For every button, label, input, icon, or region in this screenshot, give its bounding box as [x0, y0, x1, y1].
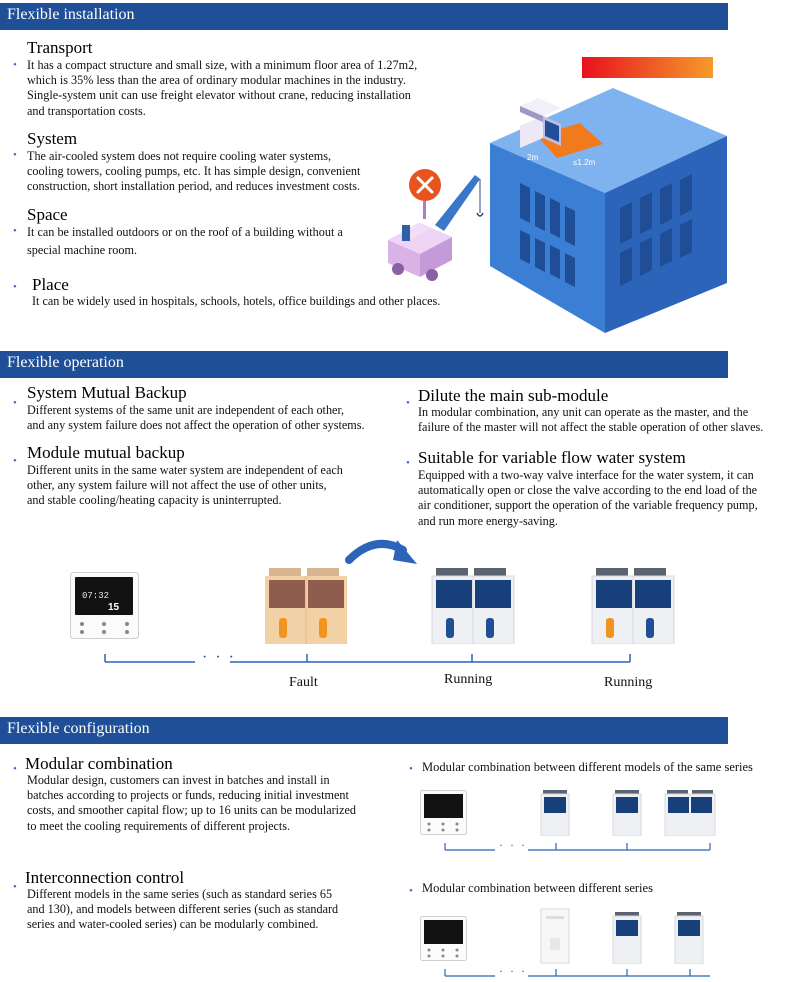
bullet-icon: • — [13, 763, 17, 775]
heading-transport: Transport — [27, 38, 93, 57]
paragraph-modular-combination: Modular design, customers can invest in … — [27, 773, 356, 833]
bullet-icon: • — [13, 455, 17, 467]
heading-dilute-master: Dilute the main sub-module — [418, 386, 609, 405]
connection-line-small — [444, 969, 710, 977]
unit-water-cooled — [540, 908, 570, 964]
label-different-series: Modular combination between different se… — [422, 881, 653, 895]
bullet-icon: • — [406, 397, 410, 409]
label-same-series: Modular combination between different mo… — [422, 760, 753, 774]
controller-panel: 07:32 15 — [70, 572, 139, 639]
section-title: Flexible installation — [7, 6, 135, 23]
connection-line — [104, 654, 631, 663]
unit-double — [664, 790, 716, 836]
heading-system-backup: System Mutual Backup — [27, 383, 187, 402]
unit-single — [540, 790, 570, 836]
section-title: Flexible operation — [7, 354, 124, 371]
switch-arrow-icon — [345, 540, 417, 564]
unit-running-1 — [431, 568, 515, 644]
bullet-icon: • — [409, 885, 413, 897]
ellipsis: · · · — [499, 838, 527, 852]
paragraph-interconnection-control: Different models in the same series (suc… — [27, 887, 339, 932]
ellipsis: · · · — [499, 964, 527, 978]
section-title: Flexible configuration — [7, 720, 150, 737]
paragraph-variable-flow: Equipped with a two-way valve interface … — [418, 468, 758, 528]
bullet-icon: • — [409, 763, 413, 775]
section-header-operation: Flexible operation — [0, 351, 728, 378]
width-dimension: 2m — [527, 153, 538, 162]
paragraph-system: The air-cooled system does not require c… — [27, 149, 361, 194]
section-header-installation: Flexible installation — [0, 3, 728, 30]
heading-place: Place — [32, 275, 69, 294]
controller-panel-small — [420, 790, 467, 835]
heading-variable-flow: Suitable for variable flow water system — [418, 448, 686, 467]
paragraph-module-backup: Different units in the same water system… — [27, 463, 343, 508]
paragraph-system-backup: Different systems of the same unit are i… — [27, 403, 365, 433]
state-label-fault: Fault — [289, 675, 318, 690]
bullet-icon: • — [13, 397, 17, 409]
paragraph-place: It can be widely used in hospitals, scho… — [32, 294, 441, 308]
heading-module-backup: Module mutual backup — [27, 443, 185, 462]
paragraph-dilute-master: In modular combination, any unit can ope… — [418, 405, 764, 435]
heading-system: System — [27, 129, 78, 148]
unit-single — [612, 790, 642, 836]
bullet-icon: • — [13, 225, 17, 237]
state-label-running-1: Running — [444, 672, 493, 687]
ellipsis: · · · — [202, 649, 236, 666]
bullet-icon: • — [406, 457, 410, 469]
state-label-running-2: Running — [604, 675, 653, 690]
crane-illustration — [388, 169, 484, 281]
heading-modular-combination: Modular combination — [25, 754, 173, 773]
section-header-configuration: Flexible configuration — [0, 717, 728, 744]
controller-panel-small — [420, 916, 467, 961]
building-illustration: 2m ≤1.2m — [490, 88, 727, 333]
controller-time: 07:32 — [82, 591, 109, 601]
connection-line-small — [444, 843, 711, 851]
bullet-icon: • — [13, 881, 17, 893]
controller-temp: 15 — [108, 602, 120, 613]
bullet-icon: • — [13, 59, 17, 71]
bullet-icon: • — [13, 281, 17, 293]
heading-interconnection-control: Interconnection control — [25, 868, 185, 887]
unit-fault — [265, 568, 347, 644]
paragraph-transport: It has a compact structure and small siz… — [27, 58, 418, 118]
bullet-icon: • — [13, 149, 17, 161]
unit-single — [612, 912, 642, 964]
unit-single — [674, 912, 704, 964]
depth-dimension: ≤1.2m — [573, 158, 596, 167]
paragraph-space: It can be installed outdoors or on the r… — [27, 225, 343, 258]
unit-running-2 — [591, 568, 675, 644]
heading-space: Space — [27, 205, 68, 224]
heat-gradient-bar — [582, 57, 713, 78]
